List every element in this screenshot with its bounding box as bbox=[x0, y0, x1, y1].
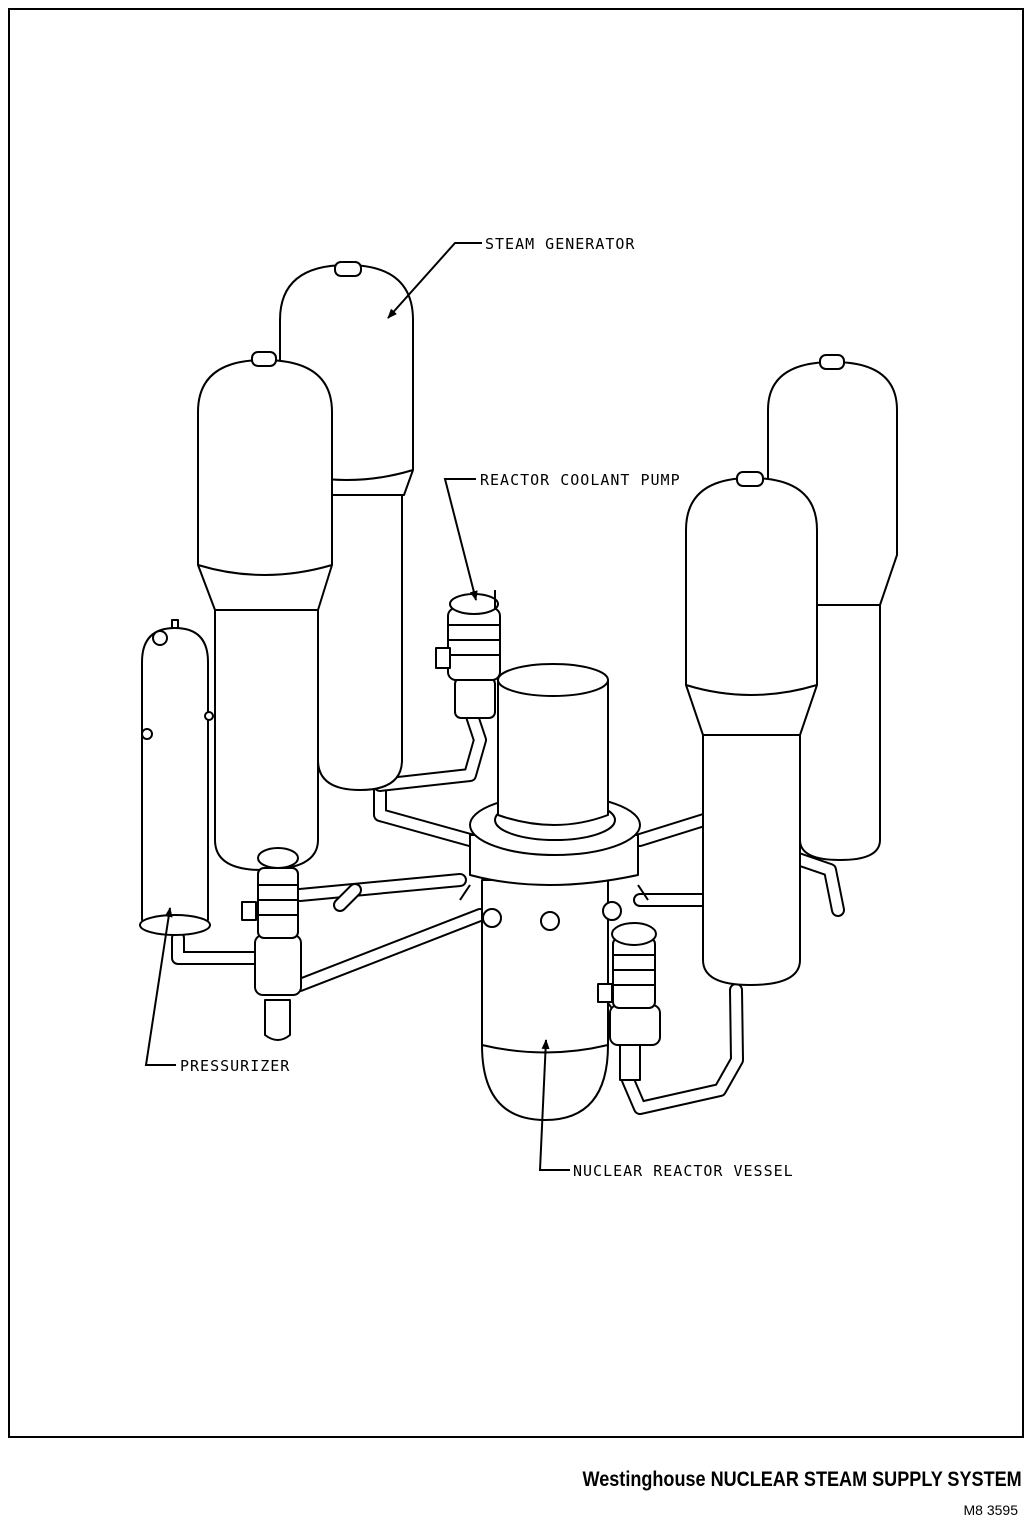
pressurizer bbox=[139, 619, 214, 936]
label-leaders bbox=[144, 242, 570, 1171]
reactor-coolant-pump-right bbox=[597, 922, 661, 1081]
label-pressurizer: PRESSURIZER bbox=[180, 1057, 291, 1075]
reactor-coolant-pump-left bbox=[241, 847, 302, 1041]
label-steam-generator: STEAM GENERATOR bbox=[485, 235, 636, 253]
nuclear-reactor-vessel bbox=[459, 663, 649, 1121]
steam-generator-front-right bbox=[685, 471, 818, 986]
figure-caption: Westinghouse NUCLEAR STEAM SUPPLY SYSTEM bbox=[582, 1468, 1022, 1491]
reactor-coolant-pump-back bbox=[435, 590, 501, 719]
figure-frame bbox=[8, 8, 1024, 1438]
label-reactor-coolant-pump: REACTOR COOLANT PUMP bbox=[480, 471, 681, 489]
steam-generator-front-left bbox=[197, 351, 333, 871]
label-nuclear-reactor-vessel: NUCLEAR REACTOR VESSEL bbox=[573, 1162, 794, 1180]
figure-code: M8 3595 bbox=[963, 1502, 1018, 1518]
